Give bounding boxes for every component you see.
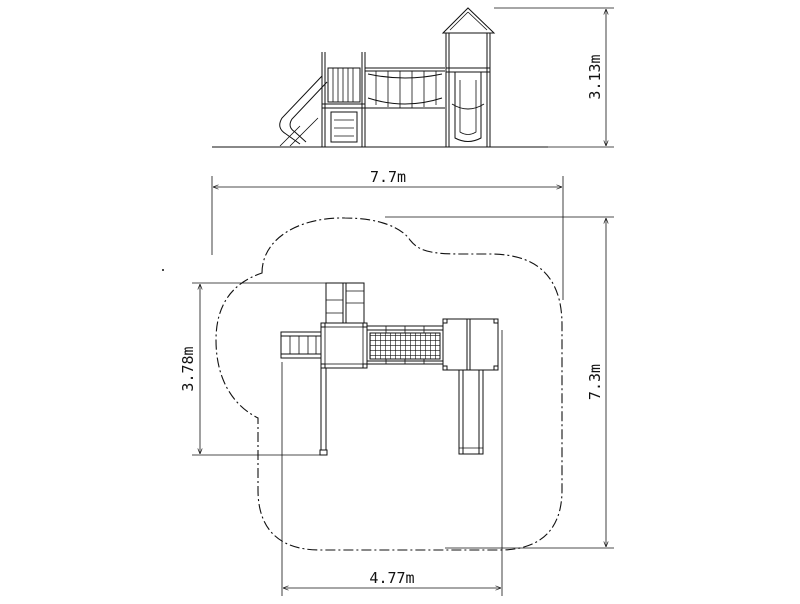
plan-right-tower [442,318,499,371]
drawing-mark [162,269,164,271]
side-bridge [365,67,445,109]
plan-ladder [325,282,365,324]
side-right-tower [441,7,496,147]
plan-support-leg [319,368,328,456]
overall-width-label: 7.7m [370,168,406,186]
structure-width-label: 4.77m [369,569,414,587]
overall-depth-label: 7.3m [586,364,604,400]
side-slide [279,75,328,147]
height-dimension-label: 3.13m [586,54,604,99]
side-left-tower [321,52,366,147]
safety-zone-outline [215,217,563,551]
plan-steps [280,331,322,359]
plan-net-bridge [366,325,444,365]
plan-view: 7.7m 7.3m 3.78m 4.77m [162,168,614,596]
plan-slide [458,369,484,455]
structure-depth-label: 3.78m [179,346,197,391]
plan-left-platform [320,322,368,369]
side-elevation: 3.13m [212,7,614,148]
